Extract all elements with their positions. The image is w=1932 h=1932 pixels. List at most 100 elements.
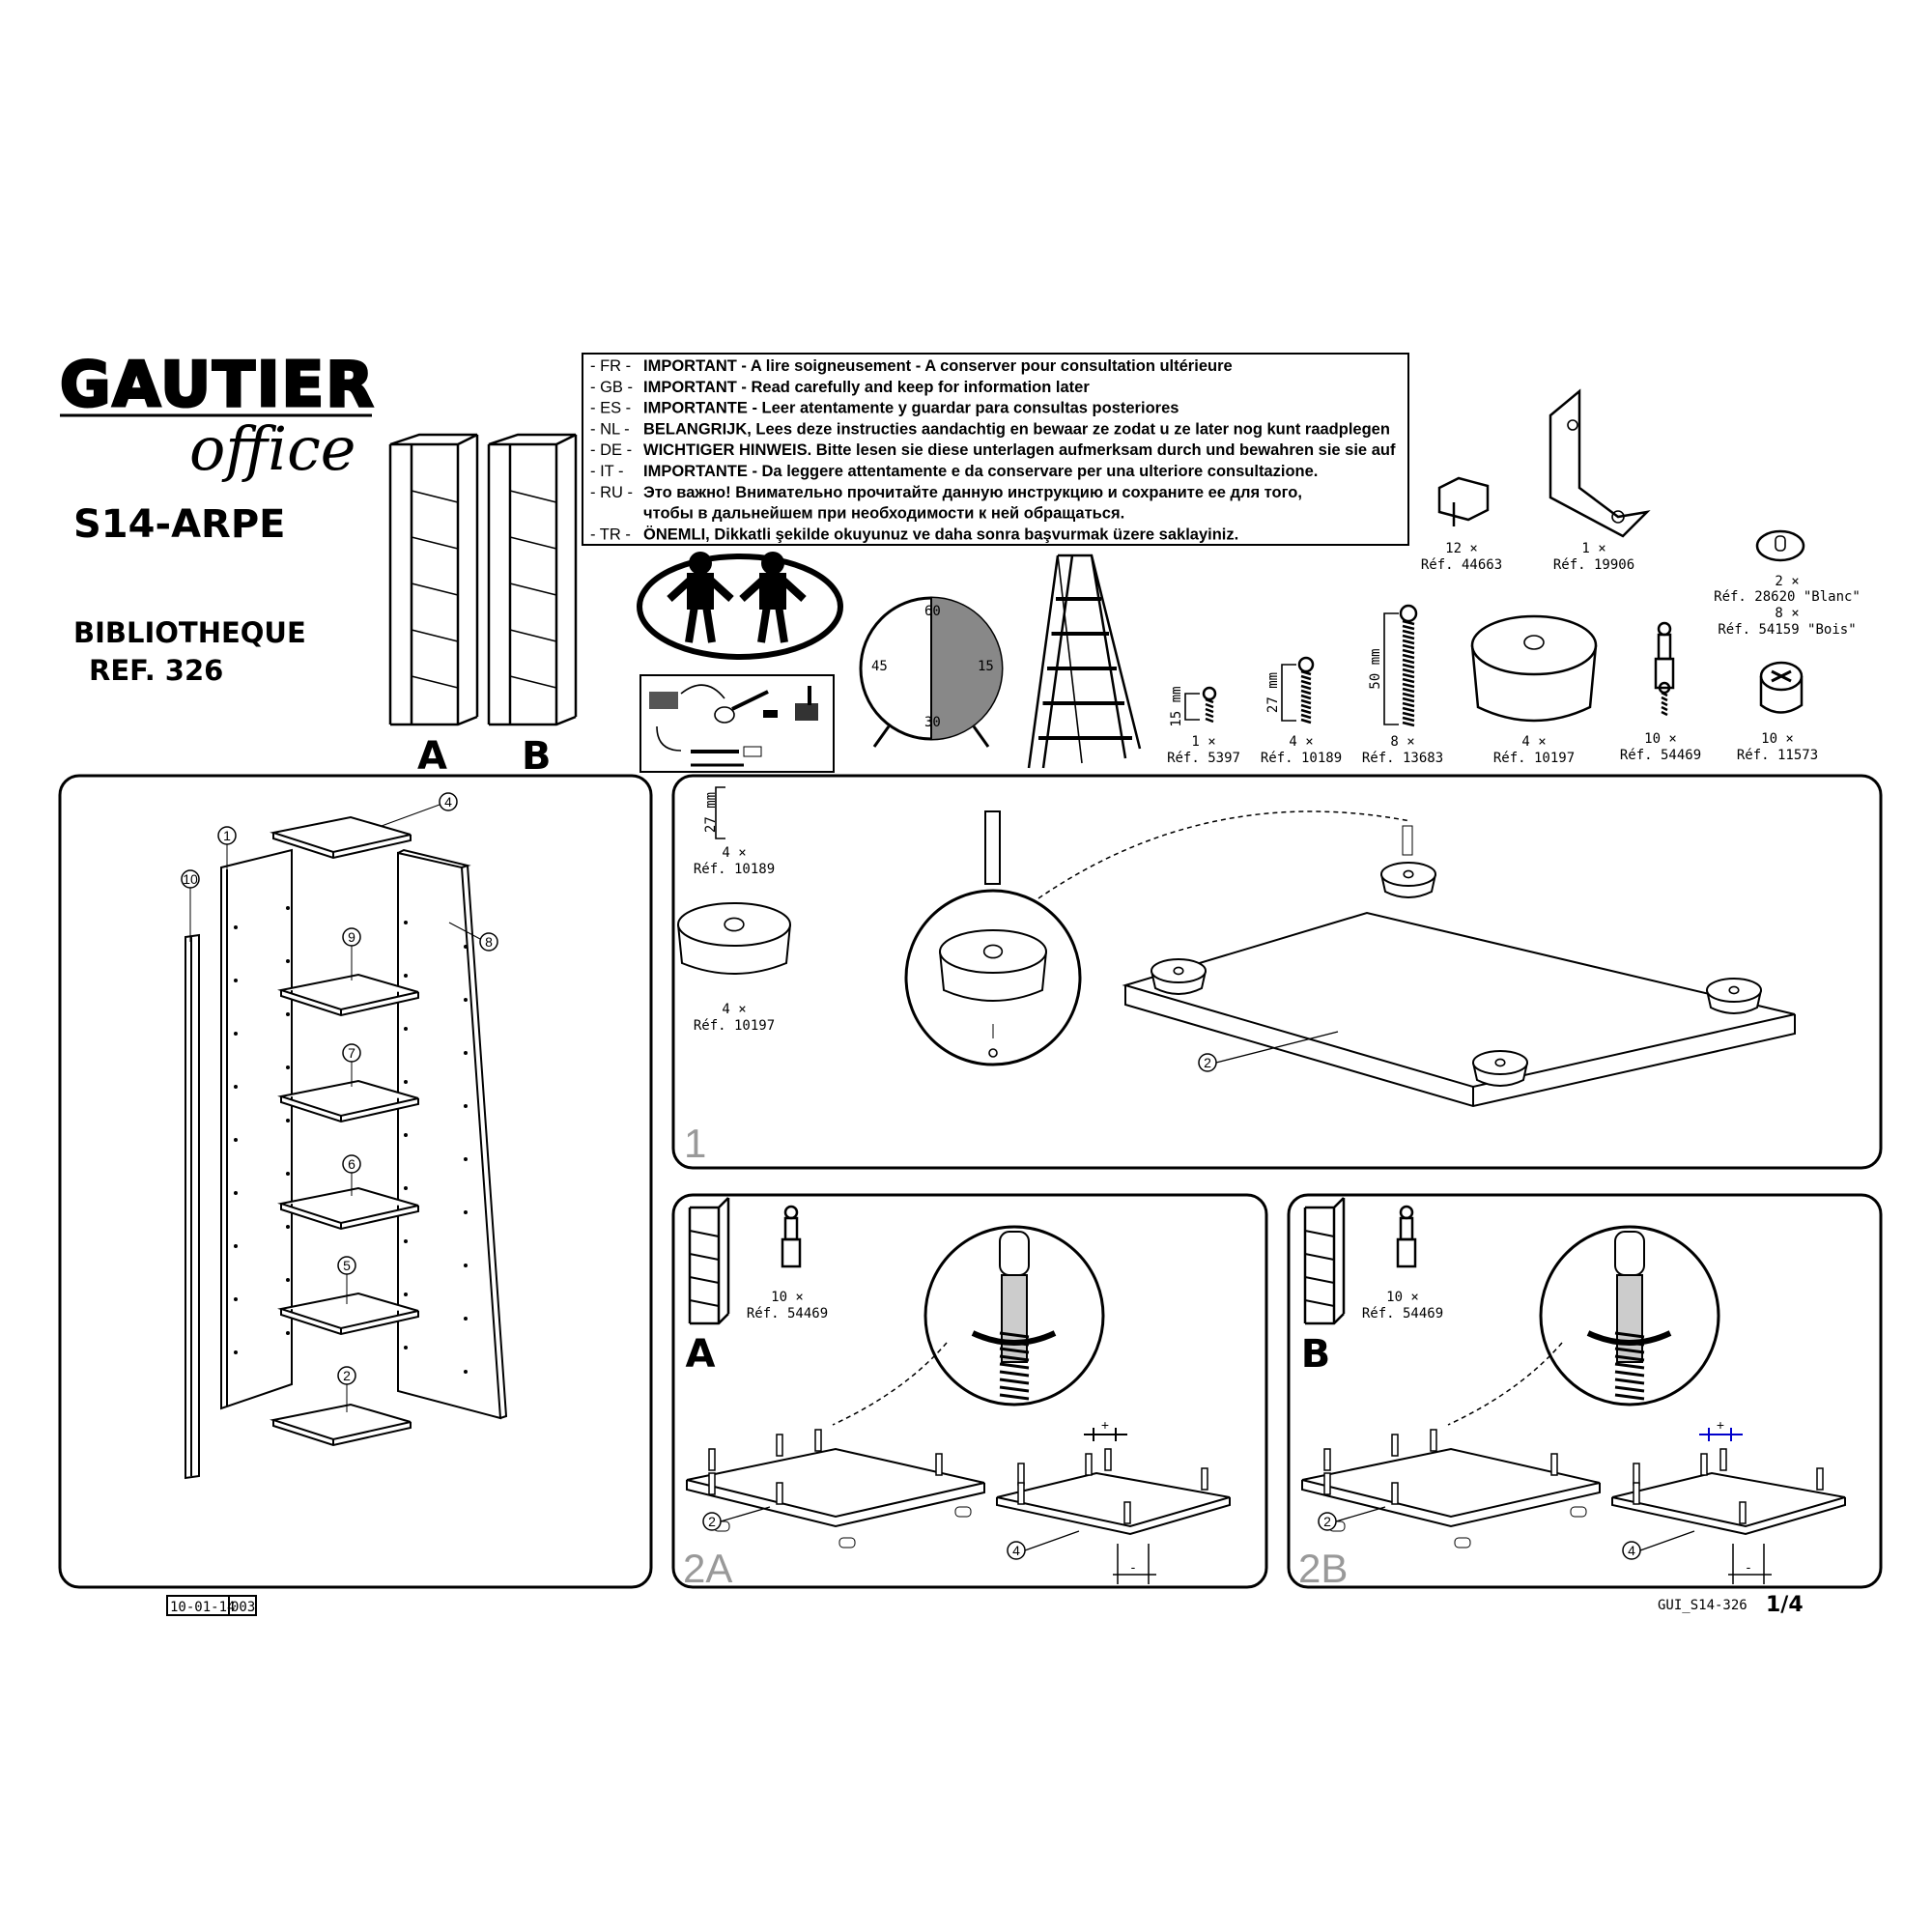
step-number: 2B xyxy=(1298,1546,1348,1591)
bolt-thread xyxy=(1658,681,1671,717)
notice-text: WICHTIGER HINWEIS. Bitte lesen sie diese… xyxy=(643,441,1396,459)
notice-lang-code: - FR - xyxy=(590,357,631,375)
tolerance-plus: + xyxy=(1101,1417,1109,1433)
cam-lock-icon xyxy=(1759,661,1804,714)
right-side-panel xyxy=(397,848,508,1420)
ladder-icon xyxy=(1027,554,1142,769)
bottom-panel xyxy=(1301,1447,1601,1528)
notice-lang-code: - ES - xyxy=(590,400,631,417)
bookcase-b-thumbnail xyxy=(1303,1197,1346,1325)
hardware-qty: 2 × xyxy=(1775,574,1799,589)
screw-icon xyxy=(1202,686,1217,724)
hardware-ref: Réf. 44663 xyxy=(1421,557,1502,573)
callout-number: 10 xyxy=(183,871,198,887)
screwdriver-icon xyxy=(984,810,1001,885)
tolerance-plus: + xyxy=(1717,1417,1724,1433)
screw-icon xyxy=(1297,656,1315,724)
callout-number: 7 xyxy=(348,1045,355,1061)
notice-text: IMPORTANTE - Leer atentamente y guardar … xyxy=(643,400,1179,417)
notice-text: IMPORTANT - A lire soigneusement - A con… xyxy=(643,357,1233,375)
shelf-support-icon xyxy=(1437,476,1490,526)
rotation-arrow-icon xyxy=(971,1330,1057,1346)
notice-text: Это важно! Внимательно прочитайте данную… xyxy=(643,484,1302,501)
cam-cover-icon xyxy=(1755,529,1805,562)
hardware-qty: 10 × xyxy=(1644,731,1677,747)
screw-length: 15 mm xyxy=(1169,686,1184,726)
step-number: 2A xyxy=(683,1546,732,1591)
screw-length: 27 mm xyxy=(1265,672,1281,713)
notice-text: IMPORTANT - Read carefully and keep for … xyxy=(643,379,1090,396)
footer-page: 1/4 xyxy=(1766,1593,1804,1617)
two-persons-icon xyxy=(637,552,843,660)
hardware-ref: Réf. 5397 xyxy=(1167,751,1240,766)
variant-label-b: B xyxy=(522,734,552,779)
footer-rev: 003 xyxy=(231,1600,255,1615)
bookcase-a-thumbnail xyxy=(688,1197,730,1325)
hardware-qty: 12 × xyxy=(1445,541,1478,556)
callout-number: 2 xyxy=(708,1514,716,1529)
hardware-qty: 1 × xyxy=(1191,734,1215,750)
hardware-qty: 4 × xyxy=(1521,734,1546,750)
variant-label: B xyxy=(1301,1332,1331,1377)
panel-exploded-view xyxy=(58,774,653,1589)
hardware-qty: 8 × xyxy=(1775,606,1799,621)
left-side-panel xyxy=(220,848,293,1410)
callout-number: 5 xyxy=(343,1258,351,1273)
callout-number: 4 xyxy=(1012,1543,1020,1558)
clock-label-60: 60 xyxy=(924,604,941,619)
step-number: 1 xyxy=(684,1121,706,1166)
qty-label: 4 × xyxy=(722,845,746,861)
connector-bolt-icon xyxy=(1654,621,1675,690)
hardware-qty: 10 × xyxy=(1761,731,1794,747)
brand-name: GAUTIER xyxy=(60,350,376,421)
clock-label-45: 45 xyxy=(871,659,888,674)
notice-lang-code: - DE - xyxy=(590,441,632,459)
bottom-panel xyxy=(686,1447,985,1528)
product-type: BIBLIOTHEQUE xyxy=(73,616,306,649)
hardware-ref: Réf. 19906 xyxy=(1553,557,1634,573)
screw-length: 27 mm xyxy=(703,792,719,833)
brand-sub: office xyxy=(189,413,356,484)
notice-text: ÖNEMLI, Dikkatli şekilde okuyunuz ve dah… xyxy=(643,525,1238,543)
hardware-ref: Réf. 54159 "Bois" xyxy=(1718,622,1856,638)
footer-date: 10-01-14 xyxy=(170,1600,235,1615)
hardware-qty: 4 × xyxy=(1289,734,1313,750)
callout-number: 4 xyxy=(1628,1543,1635,1558)
top-panel xyxy=(996,1471,1231,1536)
notice-lang-code: - IT - xyxy=(590,463,624,480)
brand-logo: GAUTIER office xyxy=(59,349,376,485)
clock-icon: 60 15 30 45 xyxy=(859,596,1004,748)
hardware-qty: 8 × xyxy=(1390,734,1414,750)
callout-circle xyxy=(479,932,498,952)
notice-box xyxy=(582,353,1409,546)
ref-label: Réf. 10189 xyxy=(694,862,775,877)
callout-number: 6 xyxy=(348,1156,355,1172)
qty-label: 10 × xyxy=(1386,1290,1419,1305)
screw-icon xyxy=(1399,604,1418,727)
product-ref: REF. 326 xyxy=(89,654,223,687)
ref-label: Réf. 54469 xyxy=(1362,1306,1443,1321)
hardware-ref: Réf. 54469 xyxy=(1620,748,1701,763)
product-code: S14-ARPE xyxy=(73,502,285,547)
footer-date-box: 10-01-14 003 xyxy=(166,1595,257,1616)
tolerance-mark xyxy=(1084,1428,1127,1441)
rotation-arrow-icon xyxy=(1586,1330,1672,1346)
notice-text: чтобы в дальнейшем при необходимости к н… xyxy=(643,505,1124,523)
callout-number: 4 xyxy=(444,794,452,810)
bookcase-a xyxy=(388,433,479,726)
callout-number: 9 xyxy=(348,929,355,945)
top-panel xyxy=(1611,1471,1846,1536)
callout-number: 8 xyxy=(485,934,493,950)
screw-length: 50 mm xyxy=(1368,648,1383,689)
qty-label: 4 × xyxy=(722,1002,746,1017)
notice-lang-code: - NL - xyxy=(590,420,630,438)
callout-number: 2 xyxy=(343,1368,351,1383)
tools-icon xyxy=(639,674,835,773)
hardware-ref: Réf. 10197 xyxy=(1493,751,1575,766)
hardware-qty: 1 × xyxy=(1581,541,1605,556)
tolerance-mark xyxy=(1113,1544,1156,1584)
hardware-ref: Réf. 11573 xyxy=(1737,748,1818,763)
